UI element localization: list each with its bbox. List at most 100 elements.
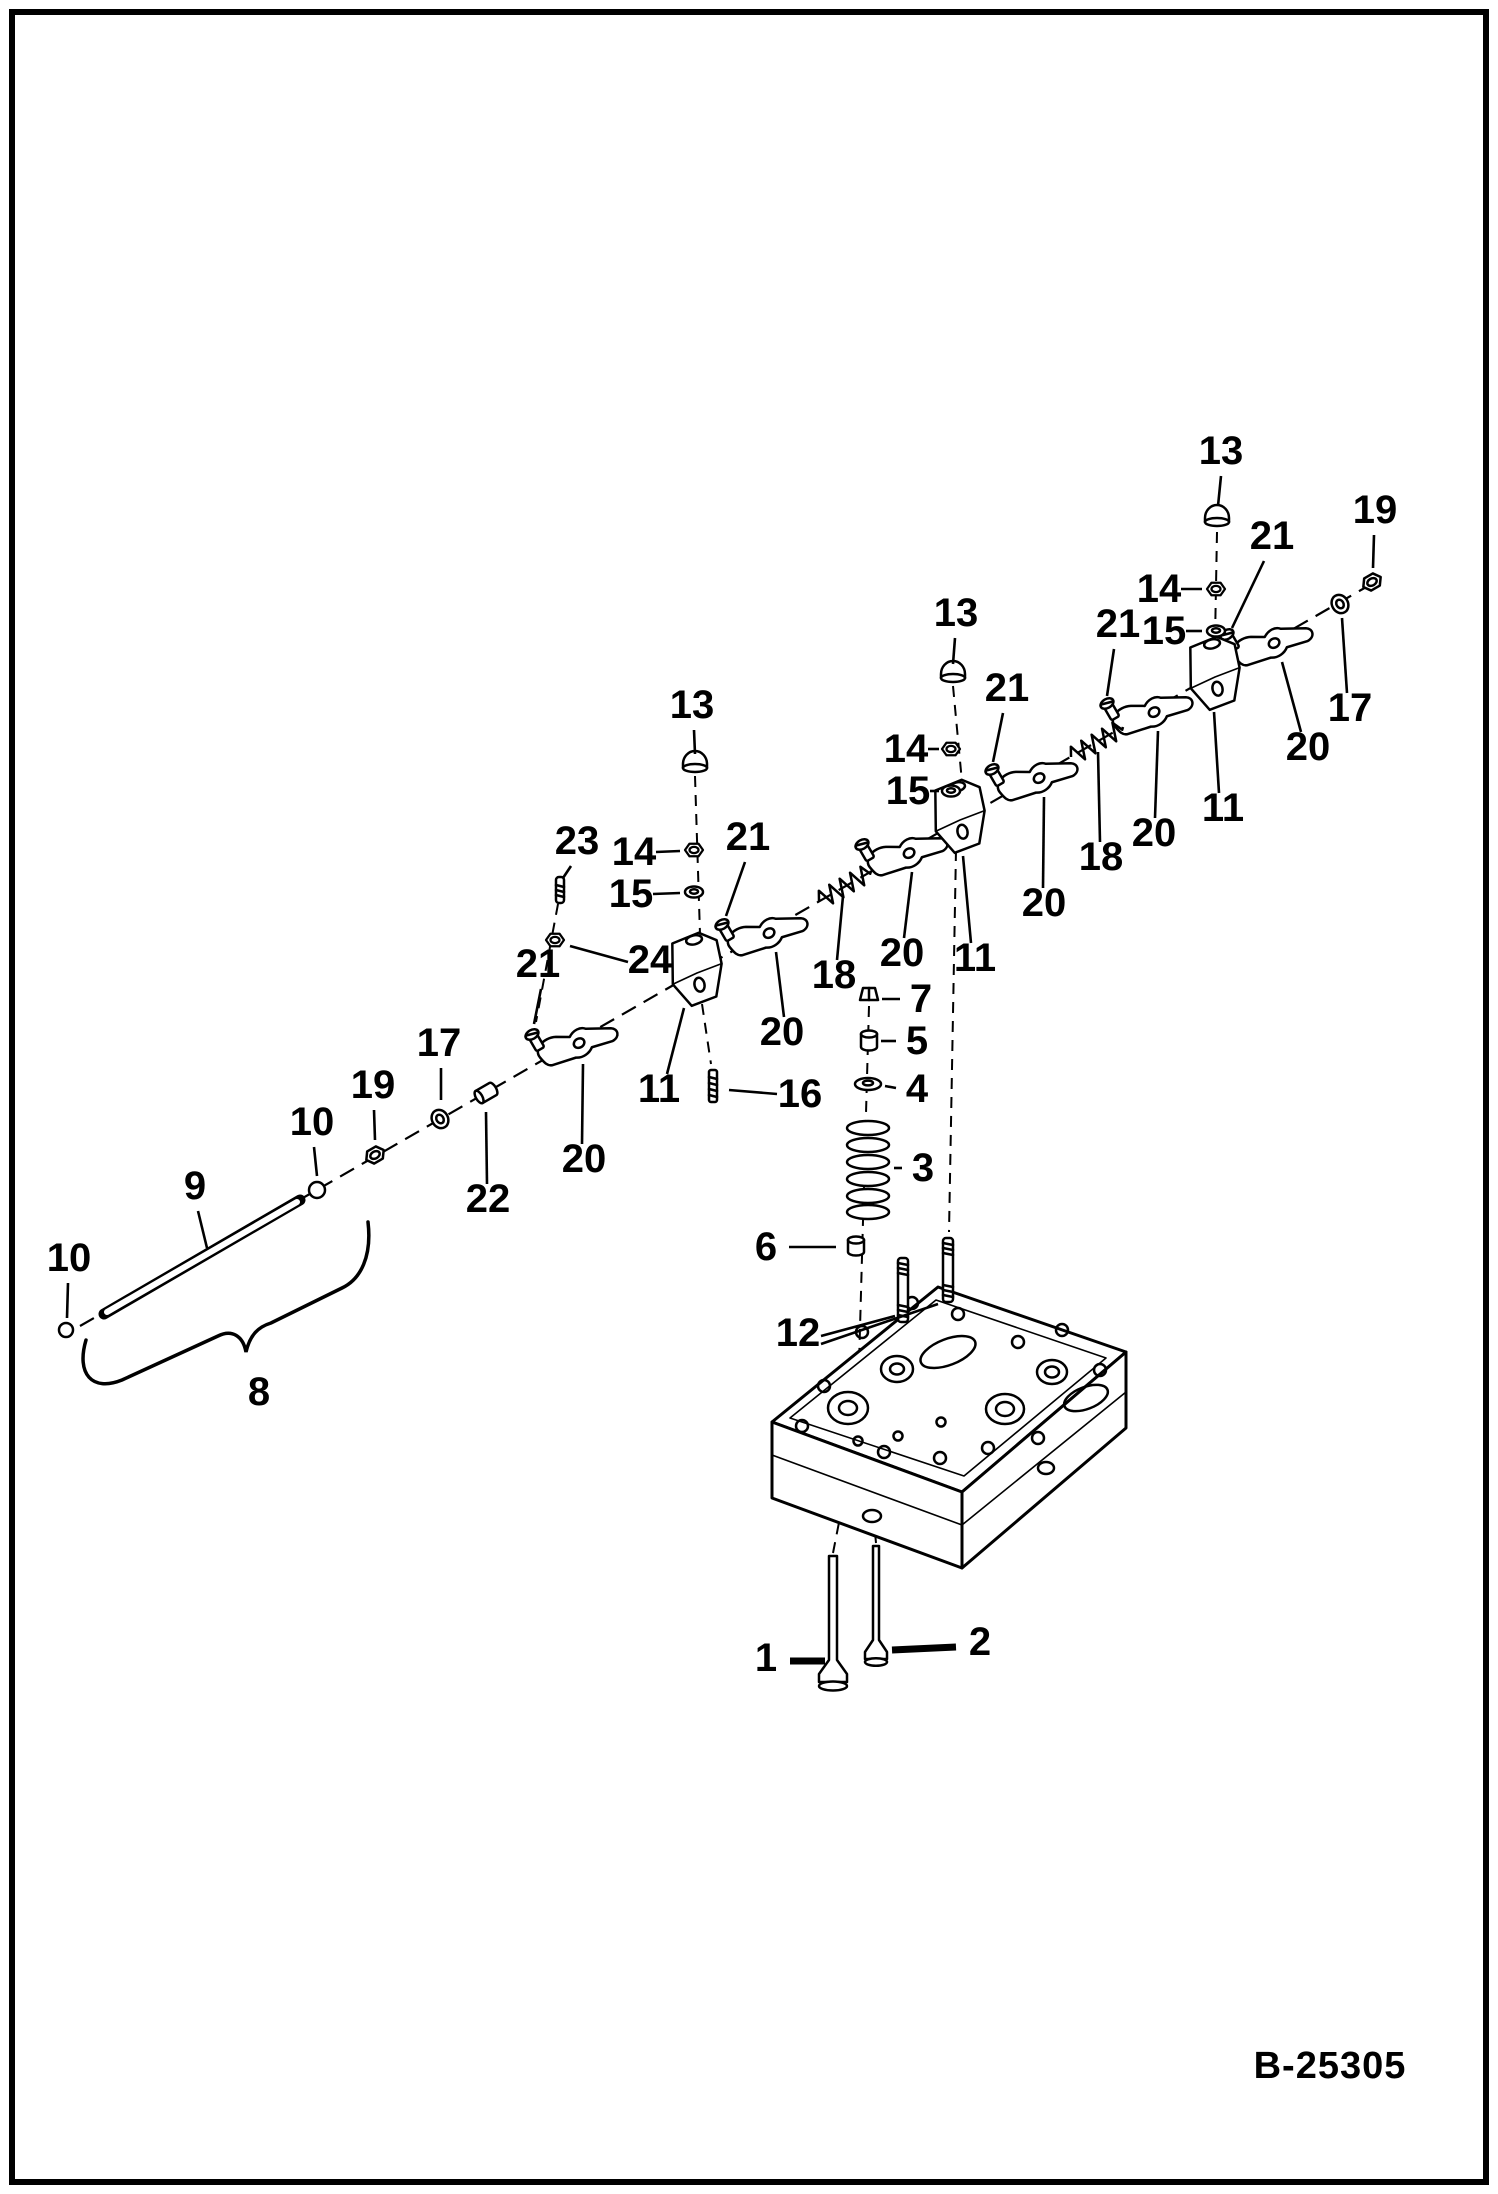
callout-12-42: 12 <box>776 1311 821 1355</box>
callout-24-22: 24 <box>628 938 673 982</box>
leader-line-19-1-0 <box>1371 534 1376 569</box>
callout-14-3: 14 <box>1137 567 1182 611</box>
callout-5-38: 5 <box>906 1019 928 1063</box>
callout-10-32: 10 <box>290 1100 335 1144</box>
callout-23-21: 23 <box>555 819 600 863</box>
leader-line-19-31-0 <box>372 1109 377 1141</box>
rocker-support-11-1 <box>662 928 731 1010</box>
cap-nut-13-3 <box>1203 503 1231 528</box>
callout-19-1: 19 <box>1353 488 1398 532</box>
leader-line-9-34-0 <box>196 1210 209 1249</box>
callout-17-30: 17 <box>417 1021 462 1065</box>
nut-14-2 <box>940 741 962 757</box>
leader-line-15-20-0 <box>652 891 681 896</box>
stud-16 <box>707 1068 719 1104</box>
leader-line-21-2-0 <box>1230 560 1266 629</box>
figure-ref-code: B-25305 <box>1254 2045 1407 2087</box>
leader-line-18-13-0 <box>1096 751 1102 843</box>
spring-retainer-5 <box>859 1029 879 1052</box>
callout-22-33: 22 <box>466 1177 511 1221</box>
page-border <box>9 9 1489 2185</box>
washer-15-2 <box>940 784 962 798</box>
leader-line-20-25-0 <box>902 871 914 939</box>
leader-line-22-33-0 <box>484 1111 489 1185</box>
callout-15-20: 15 <box>609 872 654 916</box>
leader-line-13-17-0 <box>692 729 697 755</box>
callout-21-23: 21 <box>516 942 561 986</box>
callout-16-29: 16 <box>778 1072 823 1116</box>
group-brace-8 <box>81 1220 371 1386</box>
callout-10-35: 10 <box>47 1236 92 1280</box>
callout-15-11: 15 <box>886 769 931 813</box>
callout-13-0: 13 <box>1199 429 1244 473</box>
leader-line-10-32-0 <box>312 1146 319 1177</box>
callout-11-16: 11 <box>954 936 996 980</box>
callout-18-13: 18 <box>1079 835 1124 879</box>
leader-line-13-0-0 <box>1216 475 1223 507</box>
leader-line-20-28-0 <box>580 1063 585 1145</box>
leader-line-12-42-1 <box>820 1302 939 1346</box>
rocker-arm-20-2 <box>712 881 812 970</box>
leader-line-13-8-0 <box>951 637 957 665</box>
callout-20-15: 20 <box>1022 881 1067 925</box>
cap-nut-13-2 <box>939 659 967 684</box>
leader-line-23-21-0 <box>561 865 573 879</box>
callout-11-7: 11 <box>1202 786 1244 830</box>
valve-1 <box>817 1554 849 1692</box>
callout-3-40: 3 <box>912 1146 934 1190</box>
callout-13-17: 13 <box>670 683 715 727</box>
ball-10-left <box>57 1321 75 1339</box>
callout-17-5: 17 <box>1328 686 1373 730</box>
leader-line-18-24-0 <box>835 895 845 961</box>
callout-20-14: 20 <box>1132 811 1177 855</box>
push-rod-9 <box>98 1194 306 1320</box>
nut-14-1 <box>683 842 705 858</box>
washer-15-1 <box>683 885 705 899</box>
leader-line-20-14-0 <box>1153 730 1160 819</box>
washer-17-left <box>427 1105 453 1133</box>
callout-1-43: 1 <box>755 1636 777 1680</box>
cap-nut-13-1 <box>681 749 709 774</box>
callout-20-26: 20 <box>760 1010 805 1054</box>
leader-line-4-39-0 <box>884 1084 897 1090</box>
callout-13-8: 13 <box>934 591 979 635</box>
callout-15-4: 15 <box>1142 609 1187 653</box>
nut-14-3 <box>1205 581 1227 597</box>
cylinder-head <box>770 1285 1128 1570</box>
leader-line-20-26-0 <box>774 951 786 1018</box>
leader-line-17-5-0 <box>1340 617 1349 694</box>
callout-20-6: 20 <box>1286 725 1331 769</box>
leader-line-21-12-0 <box>991 712 1005 763</box>
callout-21-2: 21 <box>1250 514 1295 558</box>
callout-2-44: 2 <box>969 1620 991 1664</box>
callout-9-34: 9 <box>184 1164 206 1208</box>
callout-21-12: 21 <box>985 666 1030 710</box>
callout-14-10: 14 <box>884 727 929 771</box>
rocker-arm-20-5 <box>1097 660 1197 749</box>
stud-12-b <box>941 1236 955 1304</box>
callout-4-39: 4 <box>906 1067 929 1111</box>
callout-7-37: 7 <box>910 977 932 1021</box>
leader-line-21-9-0 <box>1105 648 1116 697</box>
callout-18-24: 18 <box>812 953 857 997</box>
leader-line-11-27-0 <box>665 1007 686 1075</box>
stud-12-a <box>896 1256 910 1324</box>
callout-20-28: 20 <box>562 1137 607 1181</box>
leader-line-11-7-0 <box>1212 711 1221 794</box>
leader-line-21-18-0 <box>724 861 747 917</box>
valve-collet-7 <box>858 986 880 1002</box>
washer-15-3 <box>1205 624 1227 638</box>
valve-spring-3 <box>845 1119 891 1221</box>
callout-8-36: 8 <box>248 1370 270 1414</box>
leader-line-2-44-0 <box>891 1643 957 1654</box>
callout-11-27: 11 <box>638 1067 680 1111</box>
callout-14-19: 14 <box>612 830 657 874</box>
leader-line-14-19-0 <box>655 849 681 854</box>
spring-seat-4 <box>853 1076 883 1092</box>
screw-23 <box>554 875 566 905</box>
leader-line-21-23-0 <box>532 988 543 1025</box>
leader-line-16-29-0 <box>728 1088 778 1096</box>
